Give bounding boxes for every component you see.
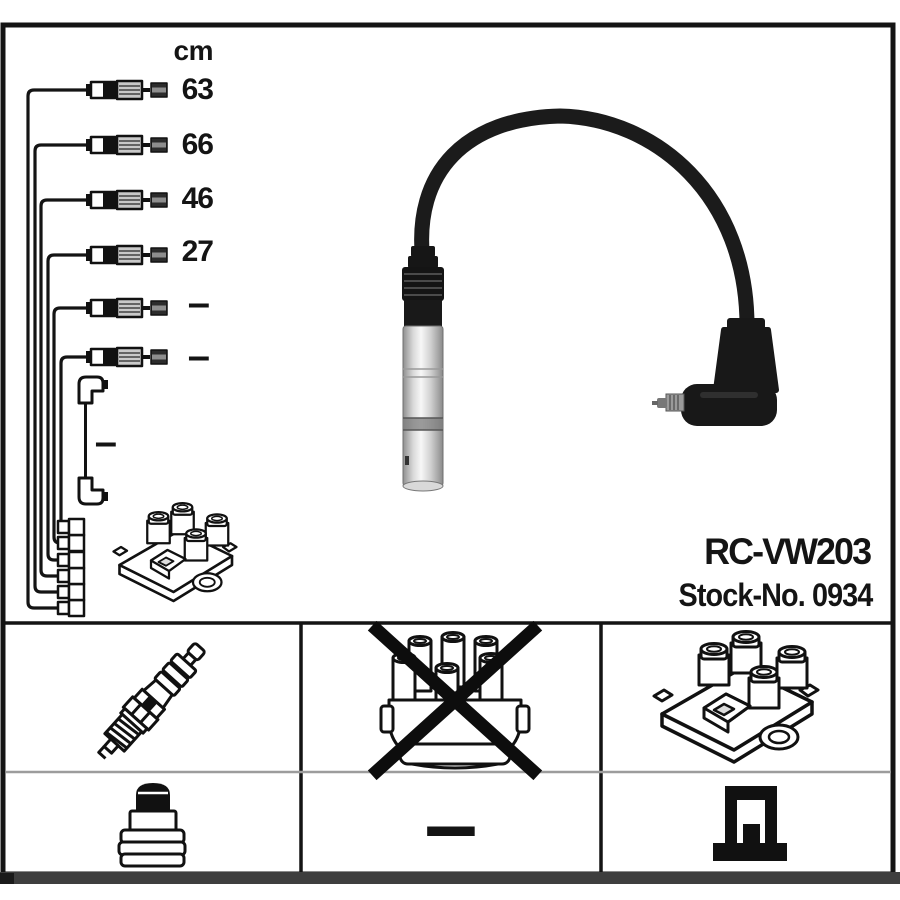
legend-grid [3, 621, 893, 872]
boot-connector-icon [117, 783, 187, 868]
cable-length-5: – [187, 281, 210, 325]
cable-length-2: 66 [181, 128, 214, 161]
spark-plug-icon [97, 642, 206, 760]
short-cable-length: – [94, 420, 117, 464]
main-cable-photo [402, 108, 779, 492]
cable-length-diagram [26, 79, 238, 618]
straight-connector [402, 246, 444, 492]
cable-length-1: 63 [181, 73, 214, 106]
cable-length-3: 46 [181, 182, 214, 215]
bottom-bar [0, 872, 900, 884]
angled-boot-connector [652, 318, 779, 426]
legend-dash-cell: – [424, 771, 478, 878]
unit-label: cm [173, 35, 214, 66]
part-number: RC-VW203 [704, 531, 872, 572]
cable-length-6: – [187, 334, 210, 378]
coil-pack-icon-small [112, 501, 238, 603]
cable-length-4: 27 [181, 235, 214, 268]
distributor-cap-icon [367, 620, 543, 781]
stock-number: Stock-No. 0934 [678, 577, 873, 613]
mounting-bracket-icon [713, 786, 787, 861]
coil-pack-icon [652, 629, 820, 764]
short-cable [77, 375, 108, 506]
cross-out-x [367, 620, 543, 781]
